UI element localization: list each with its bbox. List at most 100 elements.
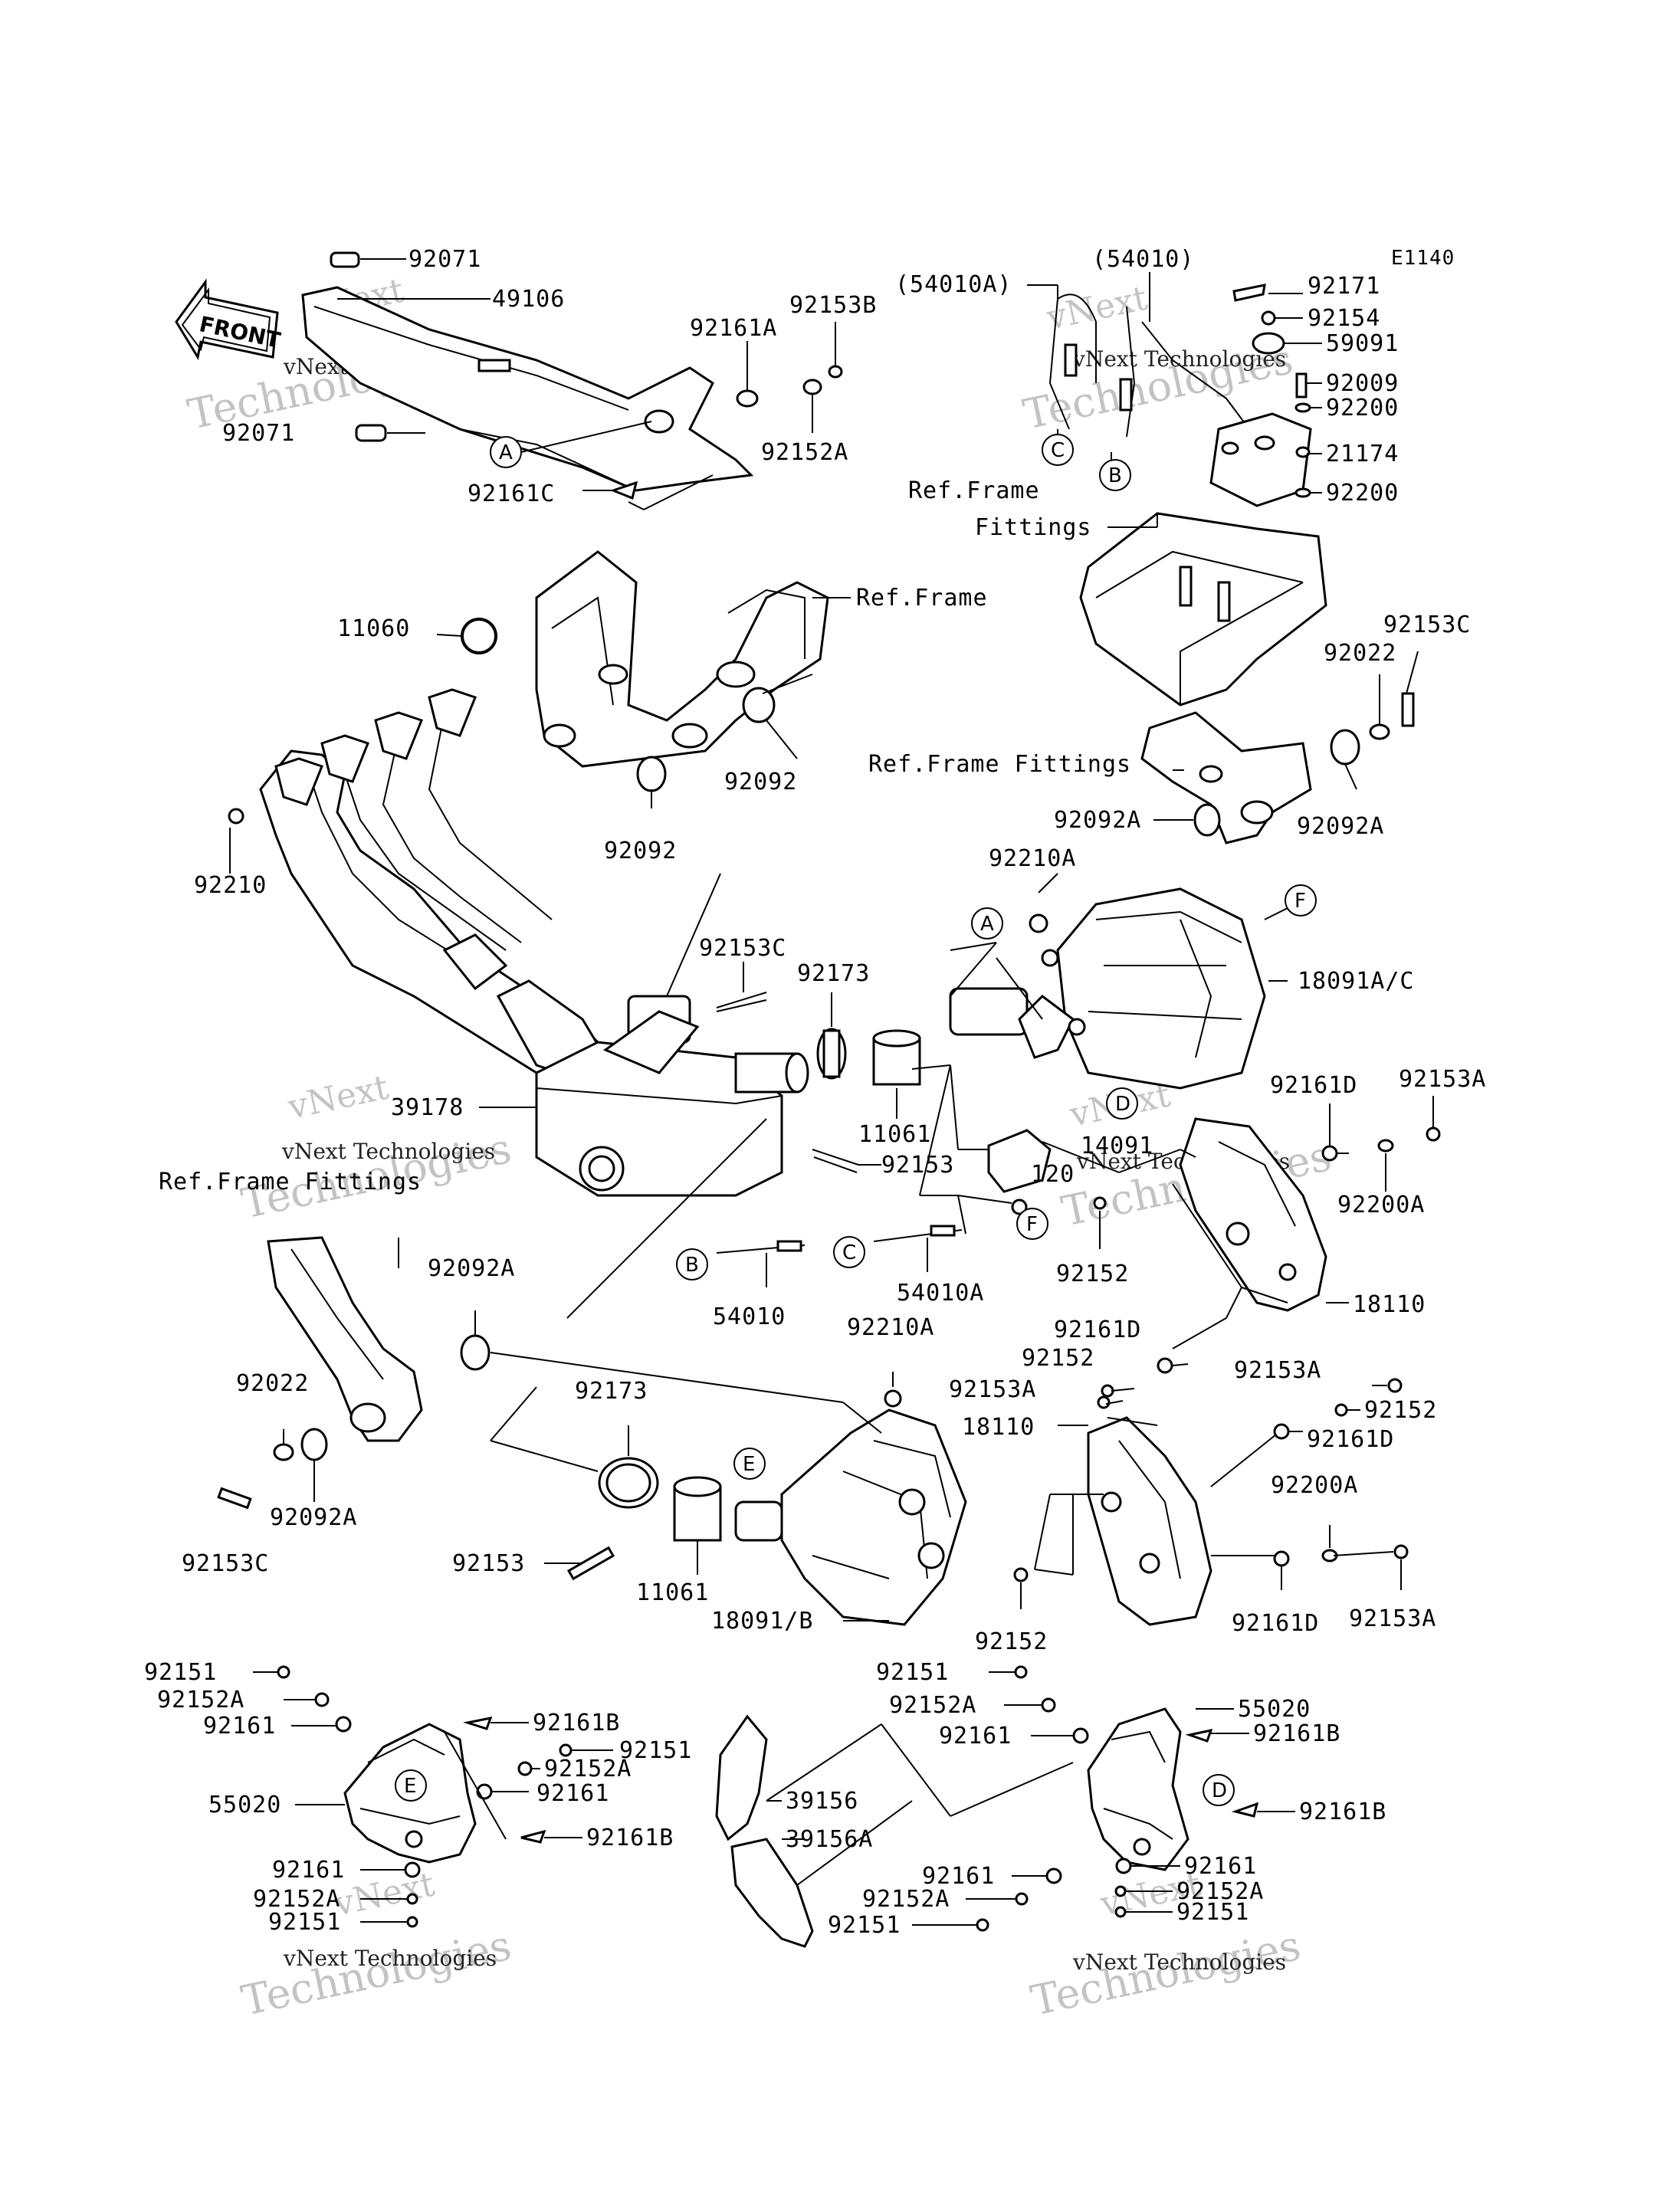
part-92200	[1294, 402, 1311, 413]
part-92200	[1294, 487, 1311, 498]
part-92210A-nut	[1029, 913, 1048, 933]
part-92161A	[736, 389, 759, 408]
part-pipe-connector-mid	[734, 1052, 809, 1094]
part-92153A	[1097, 1395, 1111, 1409]
label-120: 120	[1031, 1161, 1075, 1188]
label-92153A: 92153A	[1399, 1066, 1486, 1093]
part-92161D	[1273, 1550, 1290, 1567]
part-54010-cables	[1048, 293, 1250, 438]
label-59091: 59091	[1326, 330, 1399, 357]
part-fittings-tray	[1079, 512, 1327, 707]
label-92153A: 92153A	[949, 1376, 1036, 1403]
label-54010A: 54010A	[897, 1280, 984, 1307]
part-92161C	[609, 480, 638, 500]
part-92092-bush	[742, 687, 776, 723]
part-92152A	[314, 1692, 330, 1707]
callout-A: A A	[490, 436, 1003, 939]
label-11061: 11061	[858, 1121, 931, 1148]
label-92161B: 92161B	[1299, 1799, 1386, 1825]
part-59091	[1252, 332, 1285, 355]
leader-lines-top-right	[1027, 272, 1322, 528]
label-92161B: 92161B	[533, 1710, 620, 1736]
part-92161D	[1273, 1423, 1290, 1440]
label-92152: 92152	[1022, 1345, 1094, 1372]
svg-text:D: D	[1115, 1093, 1130, 1116]
svg-text:F: F	[1294, 890, 1306, 913]
part-92161D	[1321, 1145, 1338, 1162]
label-92009: 92009	[1326, 370, 1399, 397]
label-92161: 92161	[939, 1723, 1012, 1749]
part-120	[1011, 1199, 1028, 1215]
part-92152A	[1114, 1885, 1127, 1897]
callout-B: B B	[676, 459, 1131, 1280]
part-92092-bush	[636, 756, 667, 792]
label-92161A: 92161A	[690, 315, 777, 342]
part-92153C-bolt	[1401, 692, 1415, 727]
label-11061: 11061	[636, 1579, 709, 1606]
part-92161	[1115, 1858, 1132, 1874]
diagram-code: E1140	[1391, 247, 1455, 270]
label-18091A-C: 18091A/C	[1298, 968, 1415, 995]
part-92152	[1101, 1384, 1114, 1398]
part-92161D	[1157, 1357, 1173, 1374]
label-54010: 54010	[713, 1303, 786, 1330]
part-ref-frame-fittings-left	[267, 1236, 423, 1442]
label-92153C: 92153C	[1383, 612, 1471, 638]
label-92173: 92173	[575, 1378, 648, 1405]
label-92151: 92151	[619, 1737, 692, 1764]
label-92092A: 92092A	[1297, 813, 1384, 840]
label-18110: 18110	[1353, 1291, 1426, 1318]
part-92151	[277, 1665, 290, 1679]
label-92161D: 92161D	[1232, 1610, 1319, 1637]
part-92161B	[520, 1829, 546, 1844]
label-55020: 55020	[1238, 1696, 1311, 1723]
part-49106-cowl	[301, 286, 754, 492]
label-18091-B: 18091/B	[711, 1608, 813, 1635]
label-39178: 39178	[391, 1094, 464, 1121]
label-92200: 92200	[1326, 395, 1399, 421]
label-92092A: 92092A	[270, 1504, 357, 1531]
label-54010-top: (54010)	[1092, 246, 1194, 273]
label-18110: 18110	[962, 1414, 1035, 1441]
part-labels: 92071 49106 92161A 92153B 92071 92152A 9…	[144, 246, 1486, 1939]
part-92153B	[828, 365, 843, 379]
label-11060: 11060	[337, 615, 410, 642]
part-92152	[1093, 1196, 1107, 1210]
part-92022-washer	[1369, 723, 1390, 740]
label-55020: 55020	[208, 1792, 281, 1818]
label-92151: 92151	[144, 1659, 217, 1686]
part-ref-frame-bracket	[535, 550, 829, 768]
label-92200A: 92200A	[1337, 1192, 1425, 1218]
part-exhaust-header	[259, 688, 615, 1090]
label-92161D: 92161D	[1270, 1072, 1357, 1099]
label-21174: 21174	[1326, 441, 1399, 467]
part-92161B	[1185, 1728, 1213, 1743]
label-92161: 92161	[1184, 1853, 1257, 1880]
part-14091-cover	[987, 1129, 1052, 1193]
label-92161: 92161	[203, 1713, 276, 1740]
part-92153C-bolt-mid	[716, 992, 767, 1012]
svg-text:C: C	[842, 1241, 856, 1264]
label-92154: 92154	[1308, 305, 1380, 332]
callout-D: D D	[1106, 1087, 1235, 1806]
part-92022-washer-left	[273, 1443, 294, 1461]
label-92153C: 92153C	[699, 935, 786, 962]
label-ref-frame-fittings: Ref.Frame Fittings	[868, 751, 1131, 778]
label-54010A-top: (54010A)	[895, 271, 1012, 298]
label-92161: 92161	[536, 1780, 609, 1807]
part-39178-collector	[535, 995, 783, 1197]
part-92153A	[1426, 1126, 1441, 1142]
leader-lines	[229, 597, 1434, 1926]
label-92092: 92092	[724, 769, 797, 795]
part-92092A-bush	[1193, 803, 1221, 837]
part-92092A-bush-left	[300, 1428, 328, 1461]
watermark-text: vNext	[330, 1864, 438, 1924]
part-92153A	[1387, 1378, 1403, 1393]
label-92152A: 92152A	[889, 1692, 976, 1719]
part-92152A	[517, 1761, 533, 1776]
watermark-text: vNext Technologies	[1072, 1949, 1286, 1975]
label-92071: 92071	[222, 420, 295, 447]
label-92171: 92171	[1308, 273, 1380, 300]
part-92161	[1072, 1727, 1089, 1744]
label-92210A: 92210A	[989, 845, 1076, 872]
